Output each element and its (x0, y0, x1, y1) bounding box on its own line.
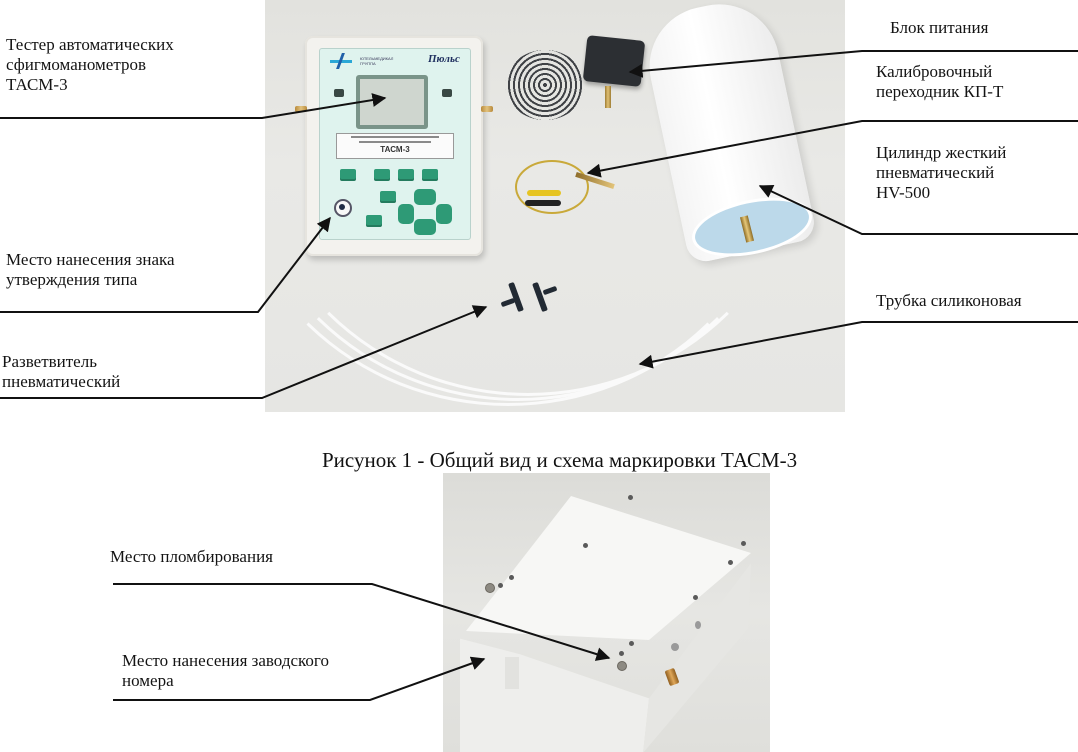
label-splitter: Разветвитель пневматический (2, 352, 121, 391)
silicone-tube-2 (265, 0, 801, 401)
label-silicone-tube: Трубка силиконовая (876, 291, 1022, 310)
label-seal-place: Место пломбирования (110, 547, 273, 566)
screw-hole (619, 651, 624, 656)
screw-hole (485, 583, 495, 593)
label-tester: Тестер автоматических сфигмоманометров Т… (6, 35, 174, 94)
screw-hole (583, 543, 588, 548)
label-cylinder: Цилиндр жесткий пневматический HV-500 (876, 143, 1007, 202)
screw-hole (693, 595, 698, 600)
connector-port (695, 621, 701, 629)
silicone-tube-3 (265, 0, 811, 396)
screw-hole (741, 541, 746, 546)
label-calibration-adapter: Калибровочный переходник КП-Т (876, 62, 1004, 101)
silicone-tube-1 (265, 0, 791, 406)
screw-hole (629, 641, 634, 646)
label-approval-mark: Место нанесения знака утверждения типа (6, 250, 175, 289)
seal-hole (617, 661, 627, 671)
figure2-photo (443, 473, 770, 752)
figure1-photo: ЮТЕЛЬМЕДИКАЛ ГРУППА Пюльс ТАСМ-3 (265, 0, 845, 412)
screw-hole (728, 560, 733, 565)
connector-port (671, 643, 679, 651)
figure1-caption: Рисунок 1 - Общий вид и схема маркировки… (322, 448, 798, 472)
label-serial-number-place: Место нанесения заводского номера (122, 651, 329, 690)
label-power-supply: Блок питания (890, 18, 989, 37)
screw-hole (498, 583, 503, 588)
serial-number-area (505, 657, 519, 689)
screw-hole (628, 495, 633, 500)
screw-hole (509, 575, 514, 580)
